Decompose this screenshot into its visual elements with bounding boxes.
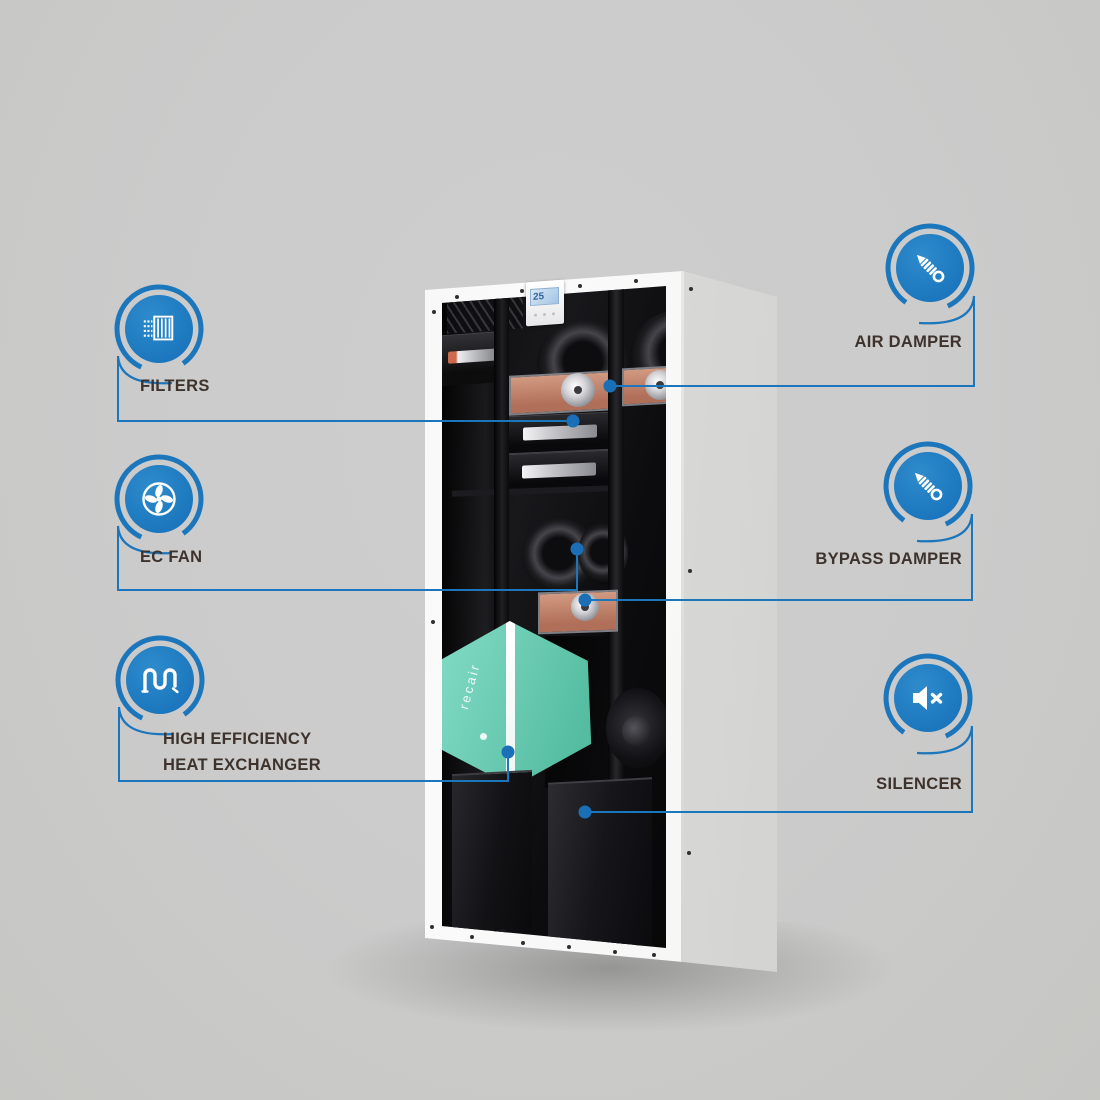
heat-exchanger-stripe <box>506 621 515 787</box>
label-ec-fan: EC FAN <box>140 548 203 566</box>
control-button <box>552 312 555 316</box>
label-air-damper: AIR DAMPER <box>854 333 962 351</box>
screw-dot <box>521 941 525 945</box>
brand-logo-dot <box>480 733 487 740</box>
ec-fan-icon-circle <box>125 465 193 533</box>
heat-exchanger-icon-circle <box>126 646 194 714</box>
heat-exchanger-brand: recair <box>456 661 483 711</box>
screw-dot <box>455 295 459 299</box>
exhaust-blower-hub <box>622 716 652 746</box>
control-button <box>534 313 537 317</box>
filter-drawer-handle <box>522 462 596 479</box>
screw-dot <box>578 284 582 288</box>
label-heat-exchanger-line1: HIGH EFFICIENCY <box>163 730 312 748</box>
damper-screw-icon <box>916 254 945 283</box>
top-grille <box>447 296 523 334</box>
silencer-box-1 <box>452 769 532 933</box>
control-button <box>543 312 546 317</box>
screw-dot <box>470 935 474 939</box>
label-filters: FILTERS <box>140 377 210 395</box>
screw-dot <box>688 569 692 573</box>
label-bypass-damper: BYPASS DAMPER <box>815 550 962 568</box>
damper-screw-icon <box>914 472 943 501</box>
screw-dot <box>687 851 691 855</box>
screw-dot <box>613 950 617 954</box>
screw-dot <box>432 310 436 314</box>
label-heat-exchanger-line2: HEAT EXCHANGER <box>163 756 321 774</box>
filter-icon <box>143 315 174 341</box>
screw-dot <box>430 925 434 929</box>
silencer-icon-circle <box>894 664 962 732</box>
screw-dot <box>520 289 524 293</box>
speaker-mute-icon <box>913 686 943 710</box>
label-silencer: SILENCER <box>876 775 962 793</box>
screw-dot <box>567 945 571 949</box>
bypass-damper-icon-circle <box>894 452 962 520</box>
damper-motor-disc <box>561 373 595 407</box>
filters-icon-circle <box>125 295 193 363</box>
bypass-damper-motor-disc <box>571 593 599 621</box>
label-heat-exchanger: HIGH EFFICIENCY HEAT EXCHANGER <box>163 726 321 778</box>
control-display-screen: 25 <box>530 287 559 307</box>
screw-dot <box>689 287 693 291</box>
screw-dot <box>431 620 435 624</box>
filter-drawer-center-1 <box>506 411 614 455</box>
silencer-box-2 <box>548 777 652 948</box>
control-display: 25 <box>526 279 564 327</box>
screw-dot <box>634 279 638 283</box>
cabinet-front-right-edge <box>681 271 684 962</box>
fan-icon <box>142 482 176 516</box>
screw-dot <box>652 953 656 957</box>
air-damper-icon-circle <box>896 234 964 302</box>
filter-drawer-handle <box>523 424 597 441</box>
heat-exchanger-coil-icon <box>141 668 179 694</box>
filter-drawer-handle <box>448 348 498 364</box>
